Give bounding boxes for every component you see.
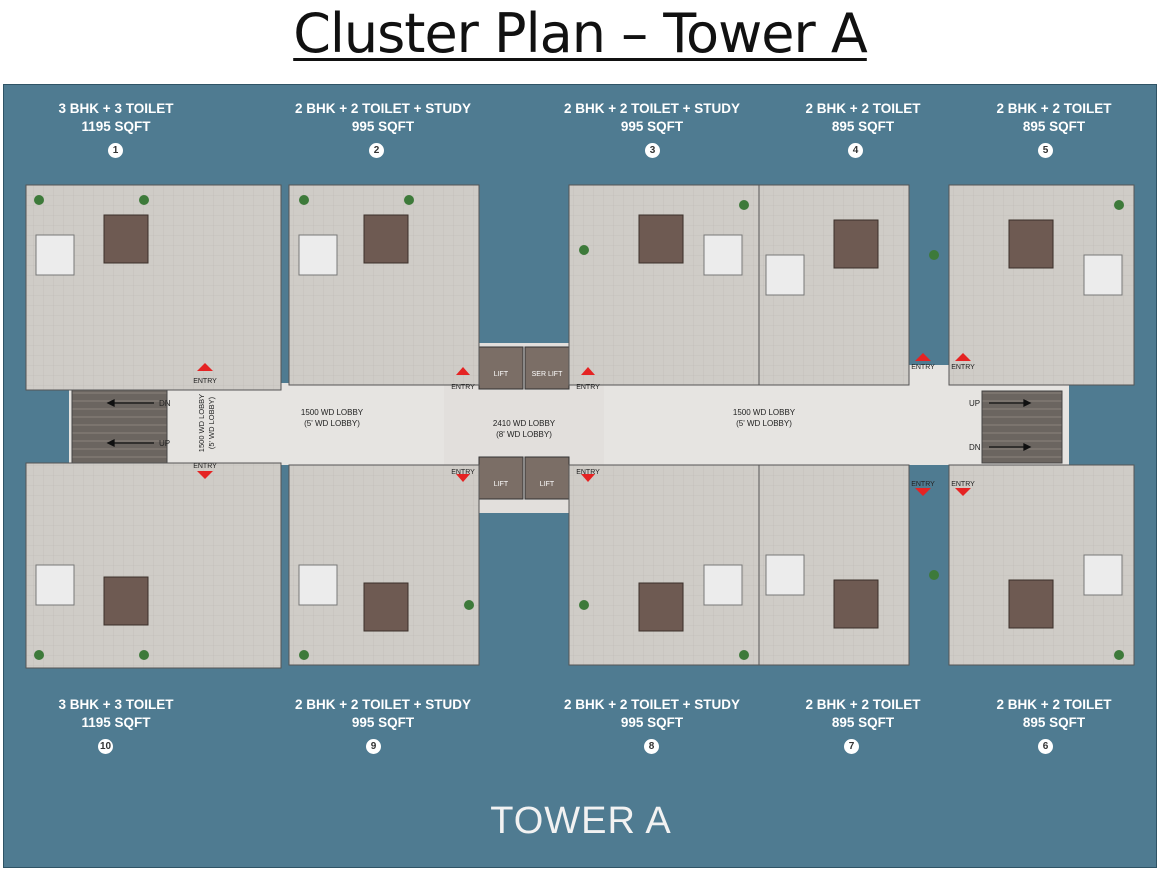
tower-name: TOWER A: [490, 800, 672, 842]
unit-number-1: 1: [108, 143, 123, 158]
unit-number-2: 2: [369, 143, 384, 158]
lift-top-right-label: SER LIFT: [532, 371, 563, 378]
units-top-footprints: [25, 184, 1135, 391]
svg-text:ENTRY: ENTRY: [193, 378, 217, 385]
lobby-left-line2: (5' WD LOBBY): [304, 419, 360, 428]
lobby-right-line2: (5' WD LOBBY): [736, 419, 792, 428]
cluster-plan: DN UP UP DN 1500 WD LOBBY (5' WD LOBBY) …: [3, 84, 1157, 868]
stair-right-top-label: UP: [969, 399, 980, 408]
svg-text:ENTRY: ENTRY: [911, 364, 935, 371]
svg-text:ENTRY: ENTRY: [576, 384, 600, 391]
stair-right-bottom-label: DN: [969, 443, 981, 452]
svg-text:ENTRY: ENTRY: [193, 463, 217, 470]
unit-number-3: 3: [645, 143, 660, 158]
lift-cores: [478, 346, 570, 500]
lift-top-left-label: LIFT: [494, 371, 509, 378]
svg-text:ENTRY: ENTRY: [451, 384, 475, 391]
lobby-left-line1: 1500 WD LOBBY: [301, 408, 364, 417]
floor-plan-drawing: DN UP UP DN 1500 WD LOBBY (5' WD LOBBY) …: [25, 184, 1135, 669]
stair-left-top-label: DN: [159, 399, 171, 408]
svg-text:ENTRY: ENTRY: [576, 469, 600, 476]
lobby-center-line2: (8' WD LOBBY): [496, 430, 552, 439]
lift-bottom-right-label: LIFT: [540, 481, 555, 488]
bedroom-furniture-light: [35, 234, 1123, 606]
svg-text:ENTRY: ENTRY: [951, 481, 975, 488]
balcony-plants: [34, 195, 1124, 660]
svg-text:ENTRY: ENTRY: [951, 364, 975, 371]
unit-number-5: 5: [1038, 143, 1053, 158]
unit-number-4: 4: [848, 143, 863, 158]
entry-arrows: [197, 353, 971, 496]
stair-left-bottom-label: UP: [159, 439, 170, 448]
unit-number-10: 10: [98, 739, 113, 754]
lobby-right-line1: 1500 WD LOBBY: [733, 408, 796, 417]
unit-number-9: 9: [366, 739, 381, 754]
bedroom-furniture: [103, 214, 1054, 632]
stair-arrows: [106, 398, 1032, 452]
unit-number-8: 8: [644, 739, 659, 754]
page-title: Cluster Plan – Tower A: [293, 2, 868, 65]
lobby-center-line1: 2410 WD LOBBY: [493, 419, 556, 428]
unit-number-6: 6: [1038, 739, 1053, 754]
svg-text:ENTRY: ENTRY: [451, 469, 475, 476]
unit-number-7: 7: [844, 739, 859, 754]
lift-bottom-left-label: LIFT: [494, 481, 509, 488]
entry-labels: ENTRY ENTRY ENTRY ENTRY ENTRY ENTRY ENTR…: [193, 364, 975, 488]
svg-text:ENTRY: ENTRY: [911, 481, 935, 488]
units-bottom-footprints: [25, 462, 1135, 669]
lobby-left-vertical-line2: (5' WD LOBBY): [207, 396, 216, 449]
lobby-left-vertical-line1: 1500 WD LOBBY: [197, 394, 206, 452]
